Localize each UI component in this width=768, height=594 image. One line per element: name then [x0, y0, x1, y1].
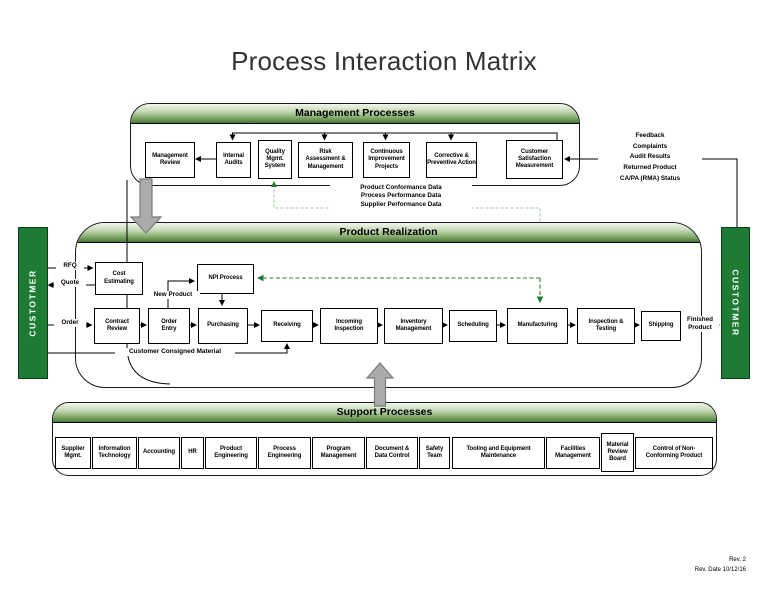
label-customer-feedback: Feedback Complaints Audit Results Return…: [598, 131, 702, 185]
box-facilities-management: Facilities Management: [546, 437, 600, 469]
management-processes-container: Management Processes: [130, 103, 580, 186]
customer-bar-left: CUSTOTMER: [18, 227, 48, 379]
product-realization-container: Product Realization: [75, 222, 702, 388]
box-information-technology: Information Technology: [92, 437, 137, 469]
box-cost-estimating: Cost Estimating: [95, 262, 143, 295]
label-quote: Quote: [54, 279, 86, 287]
label-performance-data: Product Conformance Data Process Perform…: [330, 184, 472, 209]
management-processes-header: Management Processes: [131, 104, 579, 124]
label-customer-consigned-material: Customer Consigned Material: [115, 348, 235, 357]
box-purchasing: Purchasing: [198, 308, 248, 344]
box-hr: HR: [181, 437, 204, 469]
box-program-management: Program Management: [312, 437, 365, 469]
box-inspection-testing: Inspection & Testing: [577, 308, 635, 344]
box-supplier-mgmt: Supplier Mgmt.: [55, 437, 91, 469]
box-npi-process: NPI Process: [197, 264, 254, 294]
npi-manufacturing-dashed-line: [256, 274, 544, 304]
box-order-entry: Order Entry: [148, 308, 190, 344]
box-product-engineering: Product Engineering: [205, 437, 257, 469]
support-processes-header: Support Processes: [53, 403, 716, 423]
box-continuous-improvement: Continuous Improvement Projects: [363, 142, 410, 178]
customer-bar-right: CUSTOTMER: [721, 227, 750, 379]
box-receiving: Receiving: [261, 310, 313, 342]
support-to-realization-arrow: [365, 362, 395, 407]
box-risk-assessment: Risk Assessment & Management: [298, 142, 353, 178]
box-material-review-board: Material Review Board: [601, 433, 634, 472]
box-inventory-management: Inventory Management: [384, 308, 443, 344]
box-shipping: Shipping: [641, 311, 681, 341]
product-realization-header: Product Realization: [76, 223, 701, 243]
management-to-realization-arrow: [129, 178, 163, 234]
label-new-product: New Product: [146, 291, 200, 299]
box-safety-team: Safety Team: [419, 437, 450, 469]
label-finished-product: Finished Product: [681, 316, 719, 332]
page-title: Process Interaction Matrix: [231, 46, 537, 76]
box-contract-review: Contract Review: [94, 308, 140, 344]
customer-bar-left-label: CUSTOTMER: [28, 269, 38, 337]
customer-bar-right-label: CUSTOTMER: [730, 269, 741, 337]
box-control-nonconforming-product: Control of Non- Conforming Product: [635, 437, 713, 469]
box-manufacturing: Manufacturing: [507, 308, 568, 344]
box-tooling-equipment-maintenance: Tooling and Equipment Maintenance: [452, 437, 545, 469]
box-internal-audits: Internal Audits: [216, 142, 251, 178]
box-quality-mgmt-system: Quality Mgmt. System: [258, 140, 292, 179]
box-management-review: Management Review: [145, 142, 195, 178]
box-document-data-control: Document & Data Control: [366, 437, 418, 469]
box-incoming-inspection: Incoming Inspection: [320, 308, 378, 344]
box-process-engineering: Process Engineering: [258, 437, 311, 469]
label-rfq: RFQ: [56, 262, 84, 270]
label-order: Order: [54, 319, 86, 327]
box-scheduling: Scheduling: [449, 310, 497, 342]
box-customer-satisfaction: Customer Satisfaction Measurement: [506, 140, 563, 179]
revision-note: Rev. 2 Rev. Date 10/12/16: [694, 557, 746, 573]
flow-arrows: [126, 180, 640, 385]
box-corrective-preventive: Corrective & Preventive Action: [426, 142, 477, 178]
box-accounting: Accounting: [138, 437, 180, 469]
